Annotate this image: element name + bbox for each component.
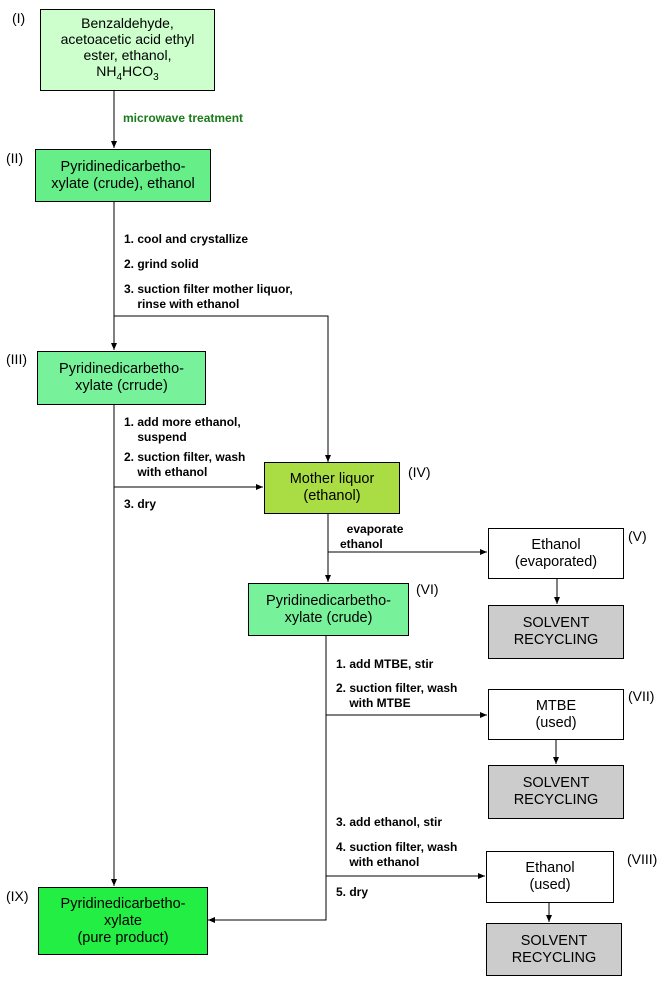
label-v: (V) [628,528,647,544]
node-crude-from-liquor: Pyridinedicarbetho- xylate (crude) [248,583,409,636]
step-dry-2: 5. dry [336,885,369,899]
reactants-line-3: ester, ethanol, [83,46,172,63]
reactants-line-4: NH4HCO3 [96,62,159,83]
step-suction-filter-wash-ethanol-2: 4. suction filter, wash with ethanol [336,840,458,869]
step-suction-filter-wash-ethanol: 2. suction filter, wash with ethanol [124,450,246,479]
label-ix: (IX) [6,888,29,904]
node-pure-product: Pyridinedicarbetho- xylate (pure product… [38,887,208,955]
arrow-vi-to-ix [208,636,327,923]
step-add-ethanol-stir: 3. add ethanol, stir [336,815,443,829]
label-vi: (VI) [416,581,439,597]
label-i: (I) [12,10,26,26]
step-microwave: microwave treatment [123,111,244,125]
node-solvent-recycling-2: SOLVENT RECYCLING [488,765,624,819]
label-iv: (IV) [408,464,431,480]
arrow-ii-to-iv [114,315,331,462]
step-add-more-ethanol: 1. add more ethanol, suspend [124,415,241,444]
node-reactants: Benzaldehyde, acetoacetic acid ethyl est… [40,9,215,91]
node-ethanol-evaporated: Ethanol (evaporated) [488,528,624,579]
step-suction-filter-wash-mtbe: 2. suction filter, wash with MTBE [336,681,458,710]
step-suction-filter-mother: 3. suction filter mother liquor, rinse w… [124,282,293,311]
node-mtbe-used: MTBE (used) [488,689,624,740]
step-evaporate-ethanol: evaporate ethanol [340,522,404,551]
step-cool-crystallize: 1. cool and crystallize [124,232,249,246]
node-solvent-recycling-3: SOLVENT RECYCLING [486,923,622,976]
label-vii: (VII) [628,688,655,704]
node-crude-ethanol: Pyridinedicarbetho- xylate (crude), etha… [35,149,211,202]
node-mother-liquor: Mother liquor (ethanol) [264,462,400,514]
label-ii: (II) [6,150,24,166]
reactants-line-1: Benzaldehyde, [81,14,174,31]
step-grind-solid: 2. grind solid [124,257,199,271]
node-ethanol-used: Ethanol (used) [486,851,614,903]
step-add-mtbe: 1. add MTBE, stir [336,657,434,671]
node-solvent-recycling-1: SOLVENT RECYCLING [488,605,624,659]
label-iii: (III) [6,351,27,367]
reactants-line-2: acetoacetic acid ethyl [60,30,195,47]
label-viii: (VIII) [627,851,658,867]
step-dry: 3. dry [124,497,157,511]
node-crude-crystals: Pyridinedicarbetho- xylate (crrude) [37,351,206,405]
